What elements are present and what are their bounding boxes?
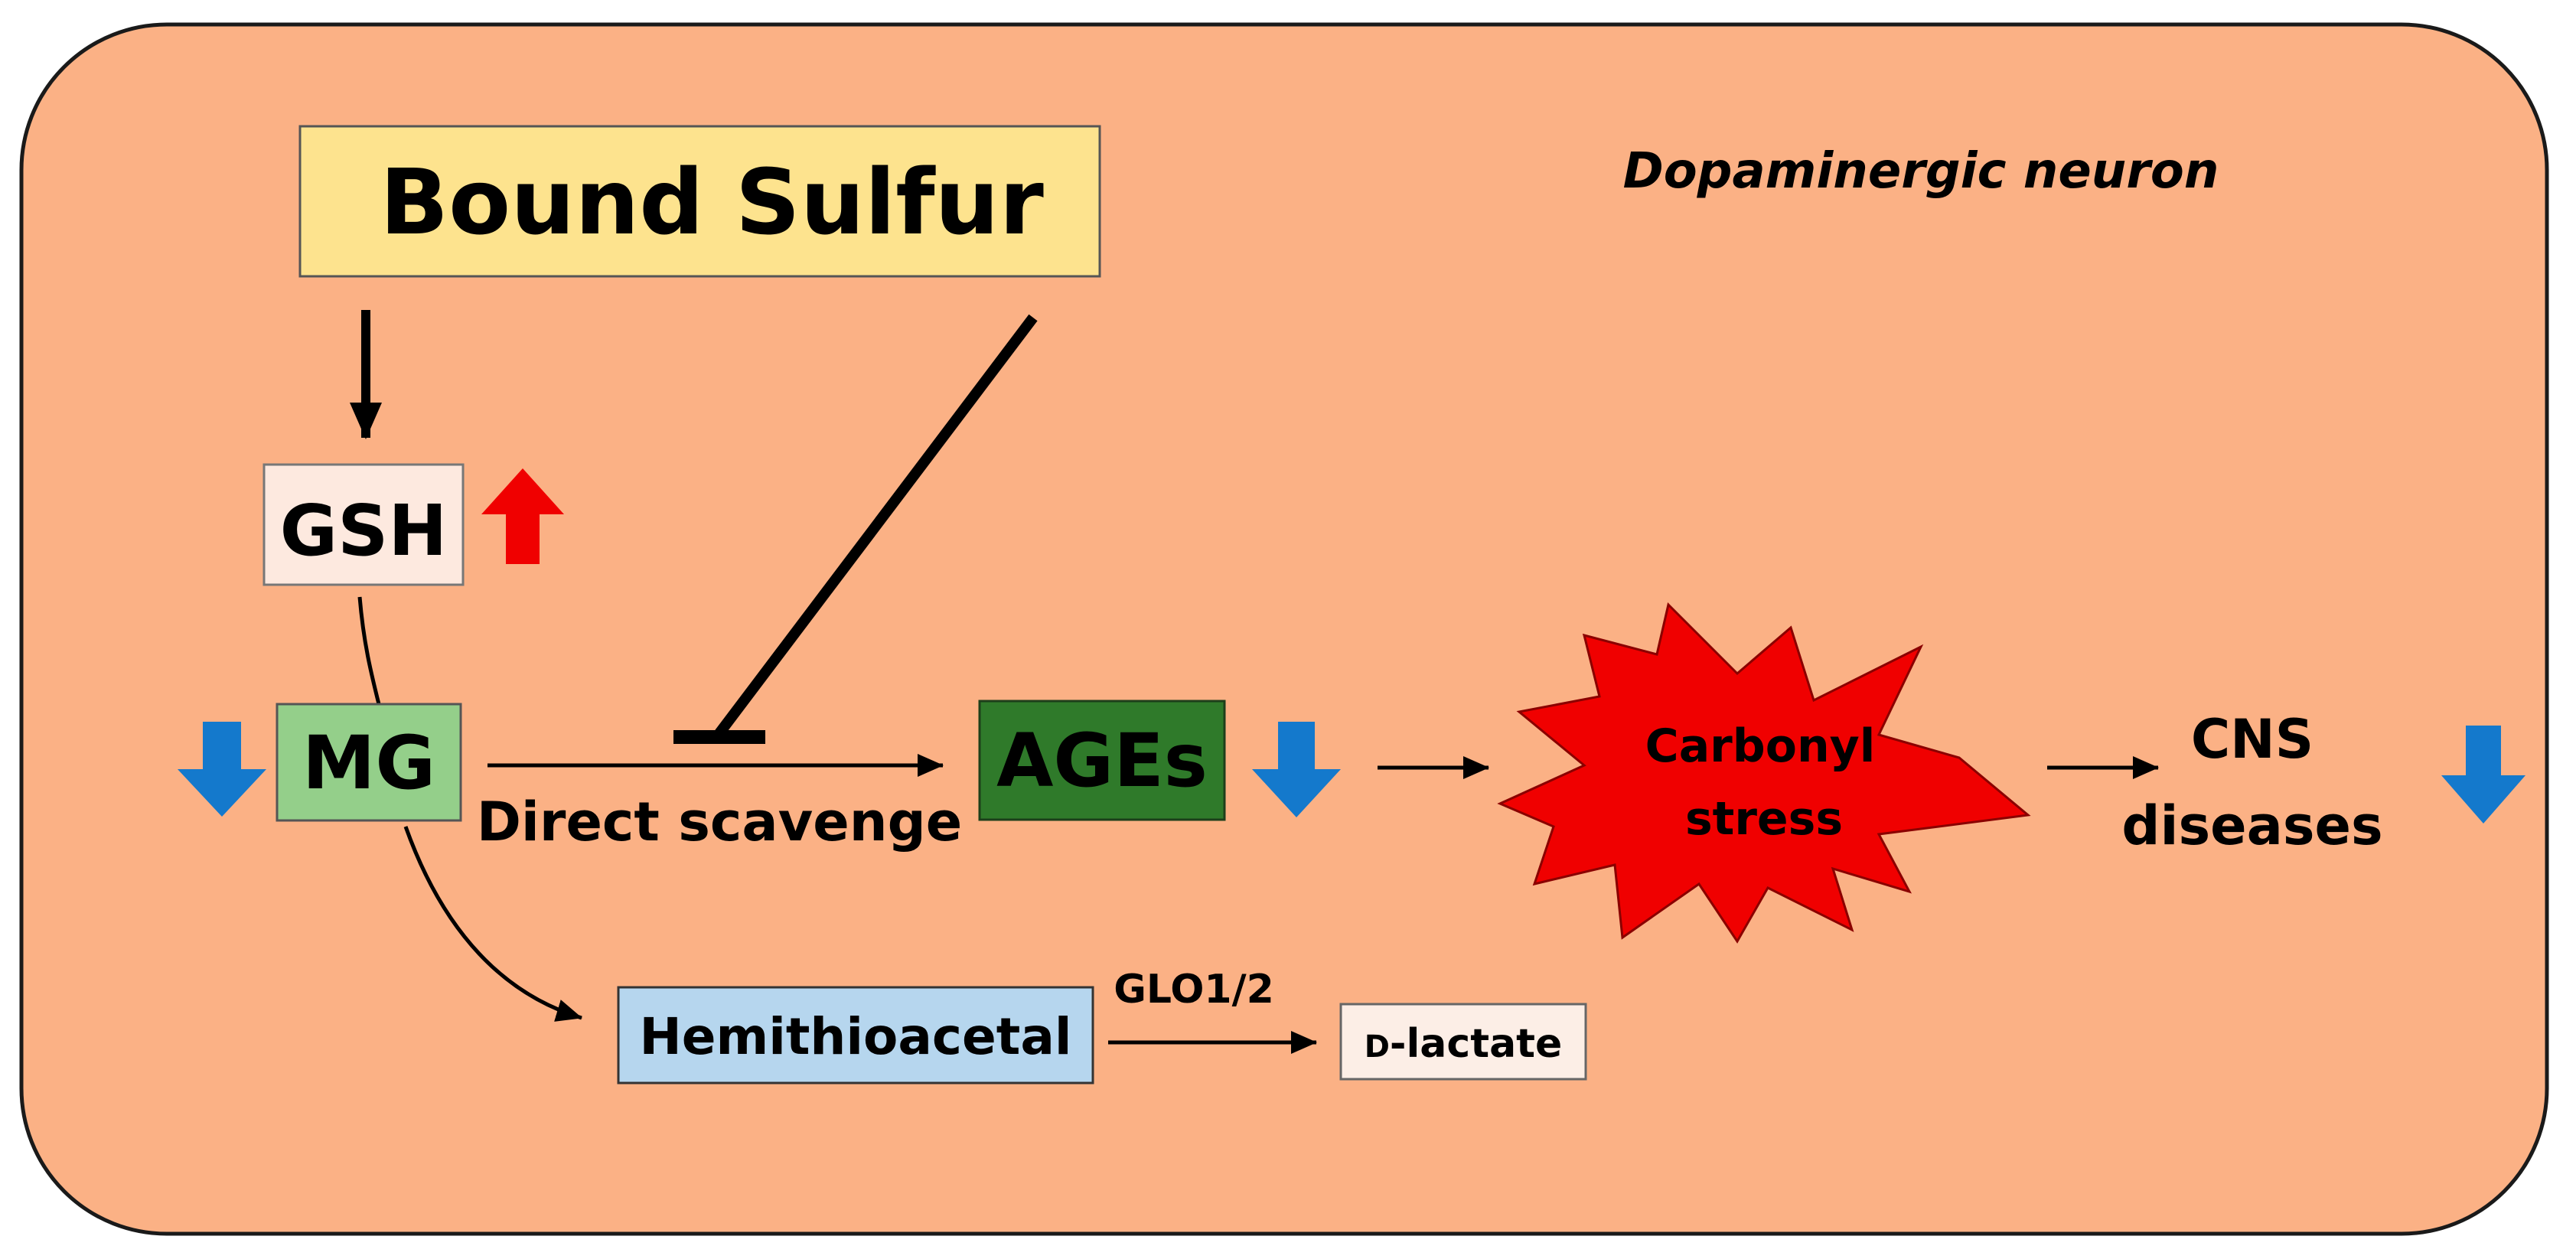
cell-label: Dopaminergic neuron xyxy=(1623,143,2219,200)
hemithioacetal-node: Hemithioacetal xyxy=(617,986,1094,1085)
increase-arrow-icon xyxy=(481,468,564,564)
hemithioacetal-label: Hemithioacetal xyxy=(639,1007,1071,1066)
bound-sulfur-node: Bound Sulfur xyxy=(298,125,1101,278)
d-lactate-suffix: -lactate xyxy=(1390,1021,1562,1067)
mg-label: MG xyxy=(302,720,435,806)
bound-sulfur-label: Bound Sulfur xyxy=(380,149,1044,255)
bound-sulfur-box xyxy=(298,125,1101,278)
decrease-arrow-icon xyxy=(2441,726,2525,824)
ages-label: AGEs xyxy=(996,718,1208,804)
cns-label-line1: CNS xyxy=(2191,708,2314,771)
ages-node: AGEs xyxy=(978,700,1226,821)
gsh-label: GSH xyxy=(280,490,448,572)
gsh-node: GSH xyxy=(262,463,465,586)
ages-box xyxy=(978,700,1226,821)
inhibition-line xyxy=(715,314,1038,737)
gsh-box xyxy=(262,463,465,586)
decrease-arrow-icon xyxy=(1252,722,1341,817)
cns-label-line2: diseases xyxy=(2121,794,2382,857)
decrease-arrow-icon xyxy=(178,722,266,817)
hemithioacetal-box xyxy=(617,986,1094,1085)
direct-scavenge-label: Direct scavenge xyxy=(477,791,962,853)
d-lactate-label: D-lactate xyxy=(1365,1021,1563,1067)
d-lactate-node: D-lactate xyxy=(1339,1003,1587,1081)
mg-to-hemithioacetal-arrow xyxy=(403,826,582,1022)
d-lactate-box xyxy=(1339,1003,1587,1081)
gsh-mg-connector xyxy=(357,596,381,705)
carbonyl-stress-burst xyxy=(1497,602,2031,944)
carbonyl-stress-node: Carbonyl stress xyxy=(1497,602,2031,944)
d-lactate-prefix: D xyxy=(1365,1029,1390,1065)
glo-enzyme-label: GLO1/2 xyxy=(1114,967,1274,1013)
mg-node: MG xyxy=(276,703,462,822)
mg-box xyxy=(276,703,462,822)
neuron-cell-body xyxy=(19,22,2549,1236)
carbonyl-stress-label-line2: stress xyxy=(1685,792,1843,846)
carbonyl-stress-label-line1: Carbonyl xyxy=(1645,719,1876,773)
